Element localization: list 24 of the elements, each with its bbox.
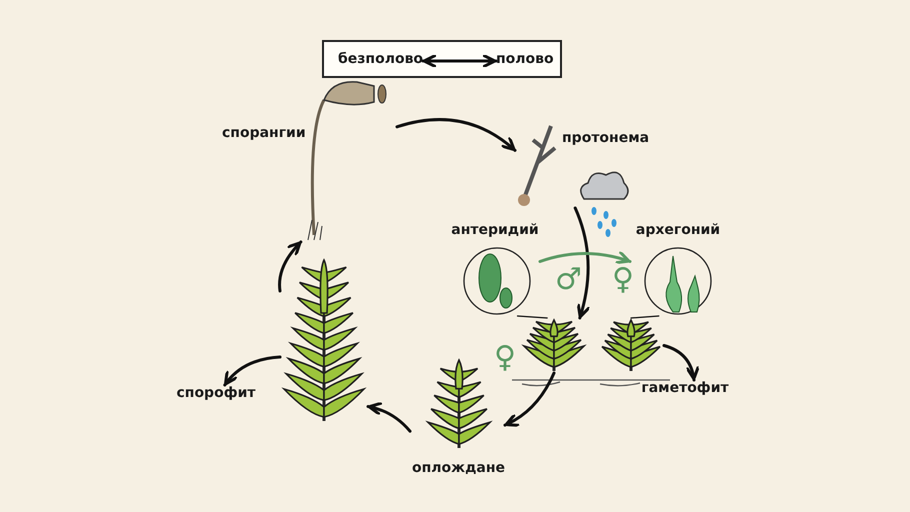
arrow (223, 356, 282, 386)
arrow (366, 402, 412, 433)
leader-line (516, 315, 548, 319)
stage-label: оплождане (412, 460, 506, 476)
leader-line (630, 315, 660, 319)
arrow (662, 344, 700, 382)
arrow (574, 206, 591, 320)
arrow (396, 118, 516, 152)
stage-label: гаметофит (640, 380, 730, 396)
arrow (504, 372, 556, 427)
sex-symbol: ♀ (494, 340, 516, 375)
heading-box (322, 40, 562, 78)
stage-label: безполово (338, 51, 424, 67)
stage-label: протонема (562, 130, 650, 146)
arrow (422, 54, 498, 68)
sex-symbol: ♀ (612, 262, 634, 297)
stage-label: полово (496, 51, 554, 67)
arrow (538, 250, 632, 265)
stage-label: архегоний (634, 222, 722, 238)
stage-label: спорангии (222, 125, 306, 141)
arrow (278, 240, 302, 292)
stage-label: спорофит (175, 385, 257, 401)
sex-symbol: ♂ (555, 262, 582, 297)
stage-label: антеридий (450, 222, 540, 238)
